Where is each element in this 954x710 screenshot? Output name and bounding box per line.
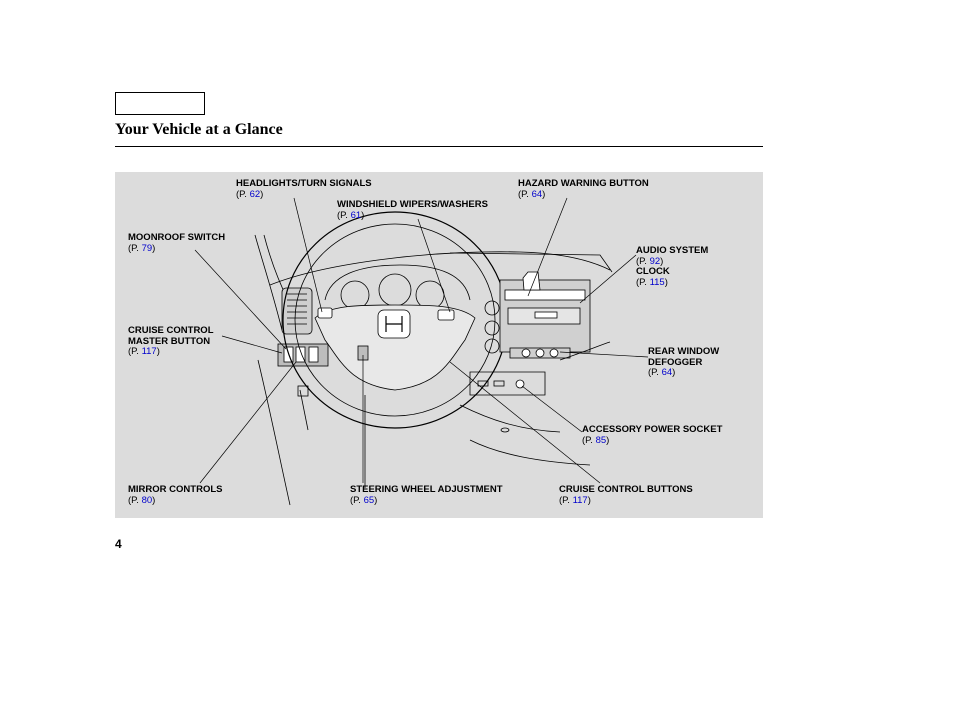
page-number: 4 <box>115 537 122 551</box>
page-reference: (P. 85) <box>582 434 610 446</box>
callout-title-line2: DEFOGGER <box>648 356 703 368</box>
callout-windshield-wipers: WINDSHIELD WIPERS/WASHERS (P. 61) <box>337 199 488 221</box>
page-reference: (P. 65) <box>350 494 378 506</box>
page-link[interactable]: 65 <box>363 494 375 506</box>
callout-title: MIRROR CONTROLS <box>128 484 223 495</box>
steering-hub <box>314 304 476 391</box>
callout-title: ACCESSORY POWER SOCKET <box>582 424 723 435</box>
callout-cruise-control-buttons: CRUISE CONTROL BUTTONS (P. 117) <box>559 484 693 506</box>
callout-title: CRUISE CONTROL BUTTONS <box>559 484 693 495</box>
callout-audio-system-clock: AUDIO SYSTEM (P. 92) CLOCK (P. 115) <box>636 245 709 288</box>
page-link[interactable]: 117 <box>141 346 157 357</box>
leader-lines <box>194 197 649 484</box>
page-link[interactable]: 92 <box>649 255 661 267</box>
callout-rear-window-defogger: REAR WINDOW DEFOGGER (P. 64) <box>648 346 720 379</box>
page-reference: (P. 64) <box>518 188 546 200</box>
page-reference: (P. 79) <box>128 242 156 254</box>
callout-title: AUDIO SYSTEM <box>636 245 709 256</box>
callout-title: HAZARD WARNING BUTTON <box>518 178 649 189</box>
page-reference: (P. 117) <box>559 494 591 506</box>
callout-steering-wheel-adjustment: STEERING WHEEL ADJUSTMENT (P. 65) <box>350 484 503 506</box>
page-reference: (P. 117) <box>128 346 160 357</box>
page-reference: (P. 80) <box>128 494 156 506</box>
page-link[interactable]: 64 <box>531 188 543 200</box>
page-link[interactable]: 85 <box>595 434 607 446</box>
a-pillar-line <box>254 234 283 331</box>
page-title: Your Vehicle at a Glance <box>115 121 283 138</box>
callout-cruise-control-master-button: CRUISE CONTROL MASTER BUTTON (P. 117) <box>128 325 214 358</box>
callout-title: WINDSHIELD WIPERS/WASHERS <box>337 199 488 210</box>
page-link[interactable]: 61 <box>350 209 362 221</box>
callout-accessory-power-socket: ACCESSORY POWER SOCKET (P. 85) <box>582 424 723 446</box>
page-reference: (P. 62) <box>236 188 264 200</box>
callout-moonroof-switch: MOONROOF SWITCH (P. 79) <box>128 232 226 254</box>
callout-title-line1: CRUISE CONTROL <box>128 325 214 336</box>
callout-title: MOONROOF SWITCH <box>128 232 226 243</box>
page-reference: (P. 115) <box>636 276 668 288</box>
callout-title: STEERING WHEEL ADJUSTMENT <box>350 484 503 495</box>
callout-title: HEADLIGHTS/TURN SIGNALS <box>236 178 372 189</box>
callout-title-clock: CLOCK <box>636 266 670 277</box>
callout-title-line2: MASTER BUTTON <box>128 335 211 347</box>
page-link[interactable]: 79 <box>141 242 153 254</box>
page-link[interactable]: 117 <box>572 494 588 506</box>
page-reference: (P. 61) <box>337 209 365 221</box>
callout-hazard-warning-button: HAZARD WARNING BUTTON (P. 64) <box>518 178 649 200</box>
page-reference: (P. 92) <box>636 255 664 267</box>
page-reference: (P. 64) <box>648 367 676 378</box>
page-link[interactable]: 115 <box>649 276 665 288</box>
page-link[interactable]: 80 <box>141 494 153 506</box>
section-tab-box <box>115 92 205 115</box>
page-link[interactable]: 64 <box>661 367 673 378</box>
page-link[interactable]: 62 <box>249 188 261 200</box>
left-vent <box>281 287 313 335</box>
callout-mirror-controls: MIRROR CONTROLS (P. 80) <box>128 484 223 506</box>
title-divider <box>115 146 763 147</box>
callout-title-line1: REAR WINDOW <box>648 346 720 357</box>
callout-headlights-turn-signals: HEADLIGHTS/TURN SIGNALS (P. 62) <box>236 178 372 200</box>
